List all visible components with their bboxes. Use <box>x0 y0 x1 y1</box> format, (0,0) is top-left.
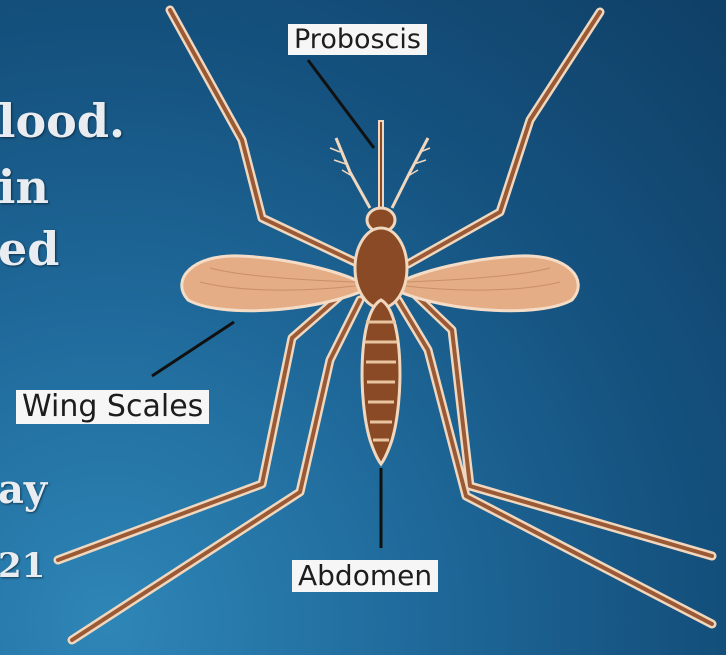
wing-scales-label: Wing Scales <box>16 390 209 424</box>
proboscis-label: Proboscis <box>288 24 427 55</box>
abdomen-label: Abdomen <box>292 560 438 592</box>
wing-scales-leader-line <box>152 322 234 376</box>
mosquito-thorax <box>355 228 407 308</box>
proboscis-leader-line <box>308 60 374 148</box>
